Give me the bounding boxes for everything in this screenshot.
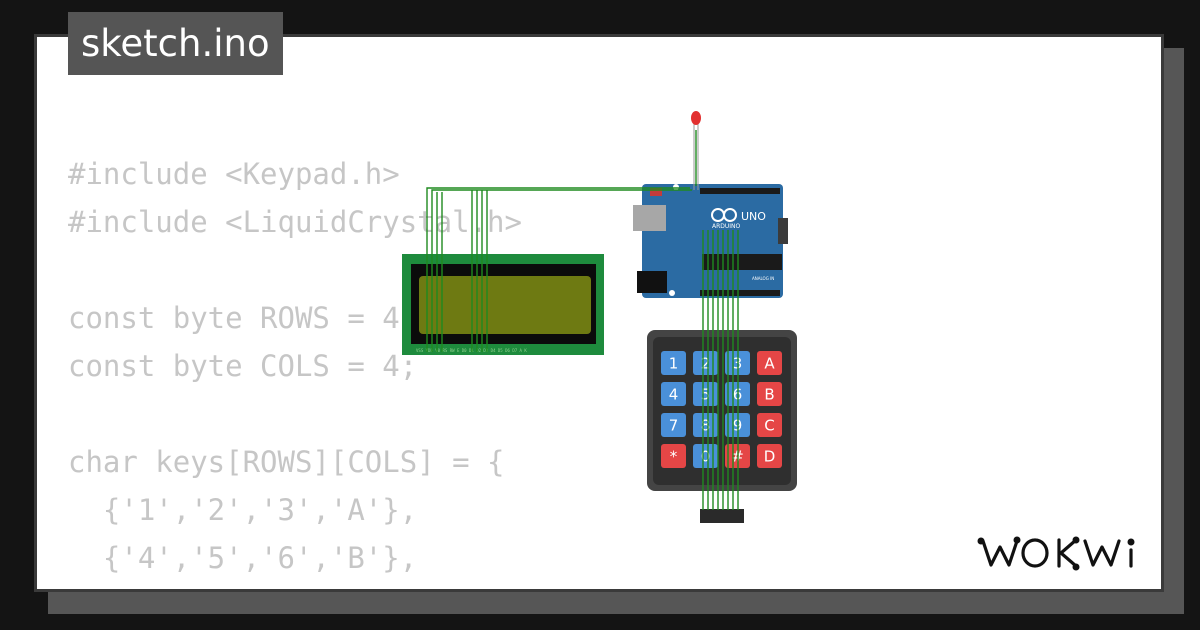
board-analog-label: ANALOG IN [752, 276, 774, 281]
keypad-connector [700, 509, 744, 523]
filename-tab[interactable]: sketch.ino [68, 12, 283, 75]
keypad-key[interactable] [757, 444, 782, 468]
wokwi-logo [977, 536, 1135, 571]
keypad-key-label: 2 [701, 355, 711, 373]
code-line: const byte COLS = 4; [68, 349, 418, 383]
keypad-key-label: 1 [669, 355, 679, 373]
code-line: const byte ROWS = 4; [68, 301, 418, 335]
keypad-key[interactable] [757, 382, 782, 406]
keypad-key[interactable] [661, 444, 686, 468]
wires [426, 130, 739, 510]
keypad-key-label: B [764, 386, 774, 404]
keypad-key[interactable] [693, 413, 718, 437]
red-led[interactable] [691, 111, 701, 190]
keypad-key[interactable] [757, 351, 782, 375]
code-line: {'4','5','6','B'}, [68, 541, 418, 575]
keypad-key[interactable] [661, 351, 686, 375]
keypad-key[interactable] [757, 413, 782, 437]
code-line: char keys[ROWS][COLS] = { [68, 445, 505, 479]
keypad-key-label: 0 [701, 448, 711, 466]
keypad-key-label: 4 [669, 386, 679, 404]
board-brand: ARDUINO [712, 223, 741, 230]
keypad-key[interactable] [693, 382, 718, 406]
code-line: #include <Keypad.h> [68, 157, 400, 191]
keypad-key-label: C [764, 417, 774, 435]
keypad-key[interactable] [661, 382, 686, 406]
keypad-key-label: A [764, 355, 775, 373]
keypad-key[interactable] [693, 444, 718, 468]
arduino-board[interactable]: UNO ARDUINO ANALOG IN [633, 184, 788, 298]
keypad-key-label: D [764, 448, 776, 466]
keypad-key-label: 5 [701, 386, 711, 404]
code-preview: #include <Keypad.h>#include <LiquidCryst… [68, 150, 522, 582]
board-label: UNO [741, 210, 766, 223]
code-line: {'1','2','3','A'}, [68, 493, 418, 527]
keypad-key-label: 7 [669, 417, 679, 435]
keypad-key-label: * [670, 448, 678, 466]
keypad-key[interactable] [661, 413, 686, 437]
keypad-key-label: 8 [701, 417, 711, 435]
keypad-key[interactable] [693, 351, 718, 375]
